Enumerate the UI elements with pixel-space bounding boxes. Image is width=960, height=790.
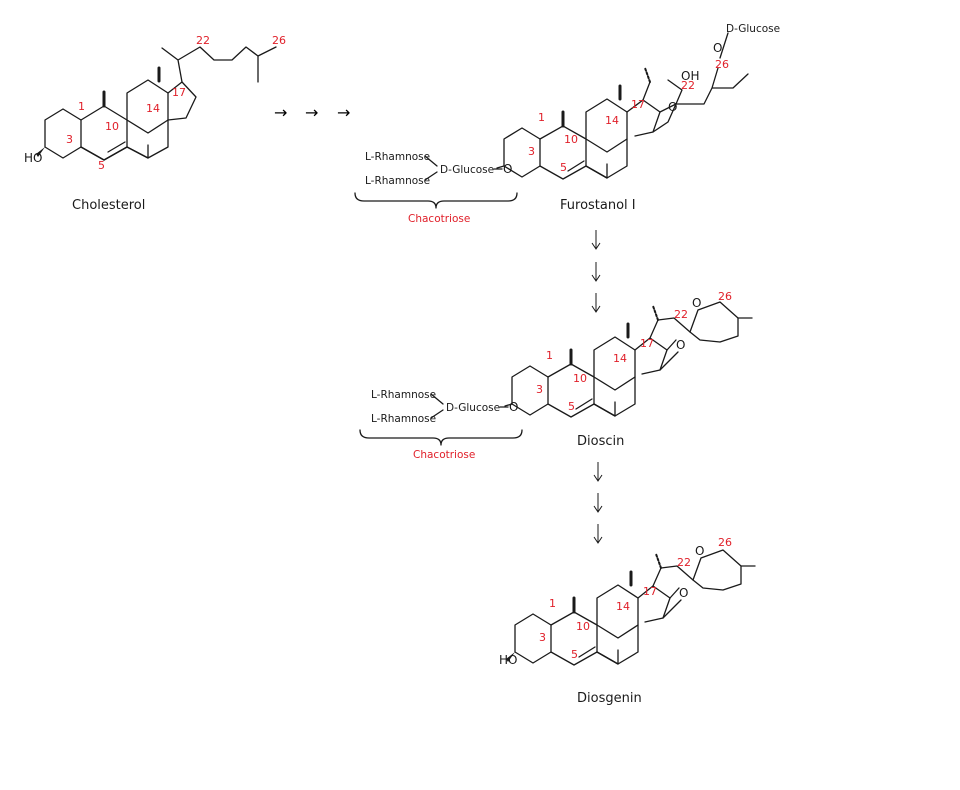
rhamnose-label: L-Rhamnose: [371, 413, 436, 425]
carbon-number-5: 5: [560, 161, 567, 174]
arrow-icon: →: [337, 103, 350, 122]
carbon-number-10: 10: [105, 120, 119, 133]
carbon-number-26: 26: [272, 34, 286, 47]
furostanol-ring-oxygen: O: [668, 100, 677, 114]
carbon-number-26: 26: [718, 536, 732, 549]
carbon-number-22: 22: [196, 34, 210, 47]
rhamnose-label: L-Rhamnose: [365, 151, 430, 163]
carbon-number-14: 14: [605, 114, 619, 127]
carbon-number-14: 14: [613, 352, 627, 365]
carbon-number-3: 3: [528, 145, 535, 158]
hydroxyl-label: HO: [24, 151, 42, 165]
carbon-number-1: 1: [78, 100, 85, 113]
multi-step-arrows: → → →: [274, 103, 350, 122]
dioscin-to-diosgenin-arrows: [593, 462, 603, 544]
dioscin-name: Dioscin: [577, 434, 624, 449]
rhamnose-label: L-Rhamnose: [371, 389, 436, 401]
carbon-number-1: 1: [538, 111, 545, 124]
furostanol-glycosidic-oxygen: O: [713, 41, 722, 55]
carbon-number-14: 14: [616, 600, 630, 613]
chacotriose-label: Chacotriose: [408, 213, 470, 225]
carbon-number-5: 5: [568, 400, 575, 413]
chacotriose-label: Chacotriose: [413, 449, 475, 461]
diosgenin-furan-oxygen: O: [679, 586, 688, 600]
cholesterol-structure: HO 1 3 5 10 14 17 22 26: [24, 34, 286, 172]
carbon-number-17: 17: [631, 98, 645, 111]
arrow-icon: →: [274, 103, 287, 122]
dioscin-pyran-oxygen: O: [692, 296, 701, 310]
rhamnose-label: L-Rhamnose: [365, 175, 430, 187]
dioscin-structure: O O 1 3 5 10 14 17 22 26: [504, 290, 753, 418]
carbon-number-22: 22: [677, 556, 691, 569]
carbon-number-3: 3: [536, 383, 543, 396]
carbon-number-22: 22: [674, 308, 688, 321]
carbon-number-17: 17: [172, 86, 186, 99]
furostanol-c26-glucose: D-Glucose: [726, 23, 780, 35]
carbon-number-10: 10: [576, 620, 590, 633]
furostanol-to-dioscin-arrows: [591, 230, 601, 313]
carbon-number-5: 5: [98, 159, 105, 172]
carbon-number-3: 3: [66, 133, 73, 146]
diosgenin-hydroxyl: HO: [499, 653, 517, 667]
furostanol-hydroxyl: OH: [681, 69, 699, 83]
dioscin-furan-oxygen: O: [676, 338, 685, 352]
cholesterol-name: Cholesterol: [72, 198, 145, 213]
diosgenin-name: Diosgenin: [577, 691, 642, 706]
carbon-number-1: 1: [549, 597, 556, 610]
carbon-number-10: 10: [564, 133, 578, 146]
glycosidic-oxygen: O: [503, 162, 512, 176]
carbon-number-17: 17: [643, 585, 657, 598]
carbon-number-5: 5: [571, 648, 578, 661]
glucose-label: D-Glucose: [440, 164, 494, 176]
carbon-number-26: 26: [715, 58, 729, 71]
carbon-number-26: 26: [718, 290, 732, 303]
glycosidic-oxygen: O: [509, 400, 518, 414]
furostanol-sugar-chain: L-Rhamnose L-Rhamnose D-Glucose O Chacot…: [354, 151, 518, 225]
carbon-number-22: 22: [681, 79, 695, 92]
carbon-number-1: 1: [546, 349, 553, 362]
arrow-icon: →: [305, 103, 318, 122]
carbon-number-17: 17: [640, 337, 654, 350]
furostanol-name: Furostanol I: [560, 198, 636, 213]
carbon-number-3: 3: [539, 631, 546, 644]
diosgenin-pyran-oxygen: O: [695, 544, 704, 558]
glucose-label: D-Glucose: [446, 402, 500, 414]
diosgenin-structure: HO O O 1 3 5 10 14 17 22 26: [499, 536, 756, 667]
carbon-number-14: 14: [146, 102, 160, 115]
dioscin-sugar-chain: L-Rhamnose L-Rhamnose D-Glucose O Chacot…: [359, 389, 523, 461]
carbon-number-10: 10: [573, 372, 587, 385]
furostanol-structure: OH O O D-Glucose 1 3 5 10 14 17 22 26: [496, 23, 780, 180]
